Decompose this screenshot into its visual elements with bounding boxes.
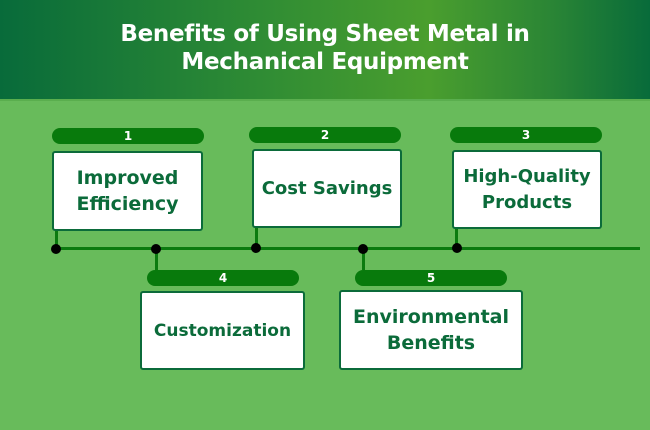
benefit-2-card: Cost Savings xyxy=(252,149,402,228)
timeline-node-2 xyxy=(251,243,261,253)
page-title: Benefits of Using Sheet Metal in Mechani… xyxy=(0,20,650,76)
benefit-4-label: Customization xyxy=(153,320,292,341)
timeline-node-3 xyxy=(452,243,462,253)
timeline-node-1 xyxy=(51,244,61,254)
benefit-3-label-line2: Products xyxy=(481,191,573,213)
timeline-node-4 xyxy=(151,244,161,254)
timeline-line xyxy=(55,247,640,250)
benefit-4-number-badge: 4 xyxy=(147,270,299,286)
benefit-2-number-badge: 2 xyxy=(249,127,401,143)
connector-5 xyxy=(362,248,365,270)
benefit-5-card: Environmental Benefits xyxy=(339,290,523,370)
benefit-3-label-line1: High-Quality xyxy=(463,165,591,187)
benefit-5-label-line2: Benefits xyxy=(386,332,476,354)
benefit-2-label: Cost Savings xyxy=(261,177,393,199)
benefit-1-label-line2: Efficiency xyxy=(76,193,179,215)
benefit-4-card: Customization xyxy=(140,291,305,370)
benefit-1-card: Improved Efficiency xyxy=(52,151,203,231)
timeline-node-5 xyxy=(358,244,368,254)
connector-3 xyxy=(455,228,458,248)
connector-1 xyxy=(55,230,58,248)
title-line-1: Benefits of Using Sheet Metal in xyxy=(120,21,530,47)
benefit-5-number-badge: 5 xyxy=(355,270,507,286)
connector-2 xyxy=(255,227,258,248)
benefit-3-card: High-Quality Products xyxy=(452,150,602,229)
benefit-5-label-line1: Environmental xyxy=(353,306,509,328)
header-banner: Benefits of Using Sheet Metal in Mechani… xyxy=(0,0,650,101)
title-line-2: Mechanical Equipment xyxy=(181,49,469,75)
benefit-1-number-badge: 1 xyxy=(52,128,204,144)
benefit-3-number-badge: 3 xyxy=(450,127,602,143)
benefit-1-label-line1: Improved xyxy=(76,167,179,189)
connector-4 xyxy=(155,248,158,270)
